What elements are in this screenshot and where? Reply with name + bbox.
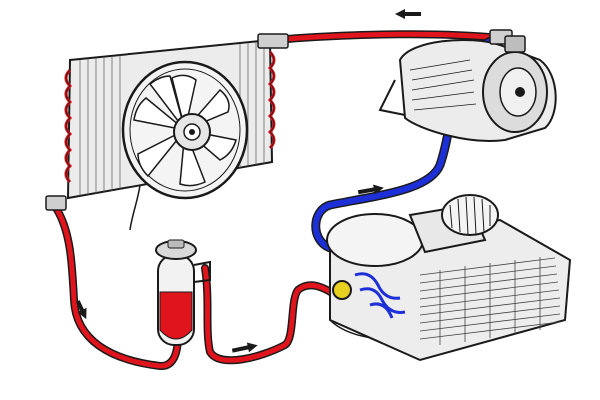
blower — [326, 194, 499, 267]
blower-wheel-vanes — [449, 196, 491, 235]
arrow-right-icon — [357, 184, 384, 195]
condenser-outlet-fitting — [45, 195, 67, 211]
refrigerant-lines — [52, 30, 510, 370]
condenser-coil-outline — [65, 51, 275, 183]
compressor-bracket — [378, 79, 406, 116]
fan-wire — [129, 184, 141, 231]
receiver-drier-bracket — [193, 260, 211, 283]
hp-line-bottom — [201, 264, 339, 365]
flow-arrows — [75, 9, 421, 353]
arrow-down-icon — [75, 300, 87, 320]
compressor — [378, 29, 557, 142]
receiver-drier — [155, 239, 211, 346]
receiver-drier-sight-glass — [167, 239, 185, 249]
compressor-port-suction — [504, 35, 526, 53]
arrow-left-icon — [395, 9, 421, 19]
arrow-right-icon — [231, 342, 258, 353]
fan-icon — [121, 60, 249, 231]
blower-housing — [326, 213, 424, 267]
compressor-shading — [409, 59, 477, 111]
hp-line-left-fill — [53, 205, 181, 369]
evaporator-grid — [439, 257, 541, 345]
condenser-inlet-fitting — [257, 33, 289, 49]
expansion-valve-icon — [332, 280, 352, 300]
hp-line-bottom-fill — [202, 265, 338, 363]
receiver-drier-liquid — [159, 291, 193, 340]
evaporator-manifold — [354, 272, 406, 319]
